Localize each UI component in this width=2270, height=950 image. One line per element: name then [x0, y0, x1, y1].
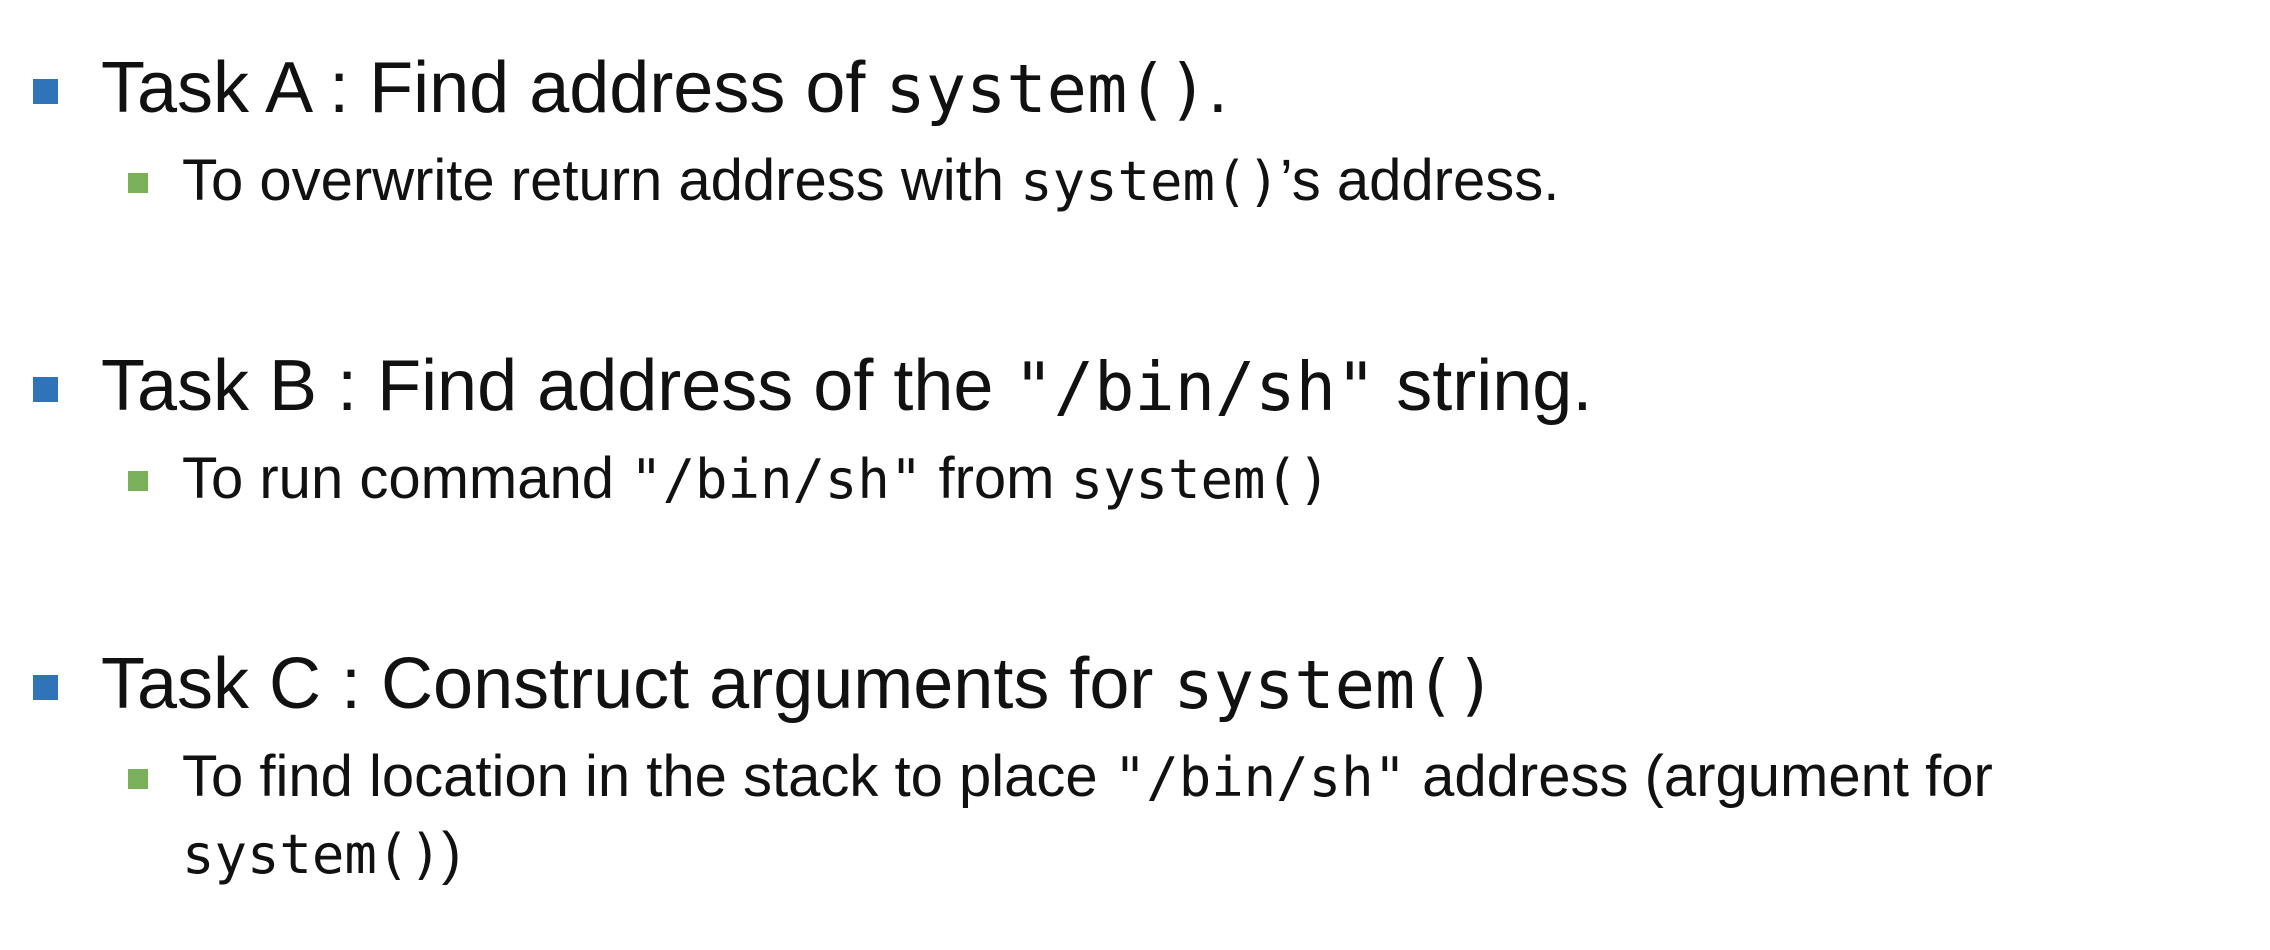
square-bullet-icon [33, 79, 58, 104]
task-a-detail-end: ’s address. [1279, 148, 1560, 213]
task-b-heading-code: "/bin/sh" [1013, 348, 1377, 426]
task-b-heading: Task B : Find address of the "/bin/sh" s… [0, 344, 2270, 429]
task-b-detail-text: To run command [182, 446, 631, 511]
task-a-item: Task A : Find address of system(). To ov… [0, 46, 2270, 220]
task-b-detail-code2: system() [1070, 448, 1331, 511]
task-a-heading-text: Task A : Find address of [101, 48, 886, 128]
task-c-heading: Task C : Construct arguments for system(… [0, 642, 2270, 727]
square-bullet-icon [128, 769, 148, 789]
task-c-detail-text: To find location in the stack to place [182, 744, 1114, 809]
square-bullet-icon [128, 471, 148, 491]
task-b-detail-middle: from [922, 446, 1071, 511]
task-c-detail-middle: address (argument for [1406, 744, 1993, 809]
task-b-heading-text: Task B : Find address of the [101, 346, 1014, 426]
task-c-heading-text: Task C : Construct arguments for [101, 644, 1174, 724]
task-a-detail-text: To overwrite return address with [182, 148, 1021, 213]
task-a-heading-code: system() [885, 50, 1208, 128]
task-c-item: Task C : Construct arguments for system(… [0, 642, 2270, 893]
task-a-heading-end: . [1207, 48, 1228, 128]
task-b-heading-end: string. [1376, 346, 1593, 426]
task-b-detail: To run command "/bin/sh" from system() [0, 441, 2172, 518]
square-bullet-icon [33, 675, 58, 700]
task-b-detail-code: "/bin/sh" [630, 448, 923, 511]
task-a-heading: Task A : Find address of system(). [0, 46, 2270, 131]
task-b-item: Task B : Find address of the "/bin/sh" s… [0, 344, 2270, 518]
square-bullet-icon [33, 377, 58, 402]
task-c-detail: To find location in the stack to place "… [0, 739, 2172, 893]
task-c-detail-code: "/bin/sh" [1113, 746, 1407, 809]
square-bullet-icon [128, 173, 148, 193]
task-a-detail-code: system() [1020, 150, 1280, 213]
task-a-detail: To overwrite return address with system(… [0, 143, 2172, 220]
task-c-detail-end: ) [441, 821, 462, 886]
task-c-heading-code: system() [1173, 646, 1496, 724]
task-c-detail-code2: system() [182, 823, 442, 886]
